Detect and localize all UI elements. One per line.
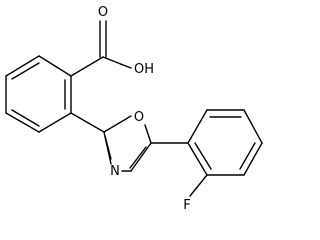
- bond: [11, 62, 40, 80]
- bond: [103, 115, 132, 133]
- bond: [70, 112, 105, 133]
- bond: [11, 109, 40, 127]
- bond: [38, 112, 72, 133]
- bond: [38, 55, 72, 77]
- chemical-structure: O OH O N F: [5, 5, 263, 213]
- bond: [243, 142, 263, 176]
- bond: [243, 109, 263, 144]
- bond: [239, 142, 256, 170]
- bond: [187, 109, 208, 144]
- bond: [5, 112, 40, 133]
- bond: [194, 142, 212, 170]
- bond: [129, 146, 147, 169]
- bond: [102, 56, 132, 69]
- bond: [144, 124, 152, 144]
- bond: [187, 142, 208, 176]
- bond: [104, 135, 112, 160]
- hydroxyl-label: OH: [134, 62, 154, 77]
- atom-labels: O OH O N F: [98, 5, 191, 213]
- ring-oxygen-label: O: [134, 110, 144, 125]
- bond: [5, 55, 40, 77]
- fluorine-label: F: [183, 198, 190, 213]
- bond: [70, 56, 104, 77]
- carbonyl-oxygen-label: O: [98, 5, 108, 20]
- ring-nitrogen-label: N: [110, 164, 120, 179]
- bonds: [5, 20, 263, 197]
- bond: [189, 174, 208, 197]
- bond: [130, 142, 152, 172]
